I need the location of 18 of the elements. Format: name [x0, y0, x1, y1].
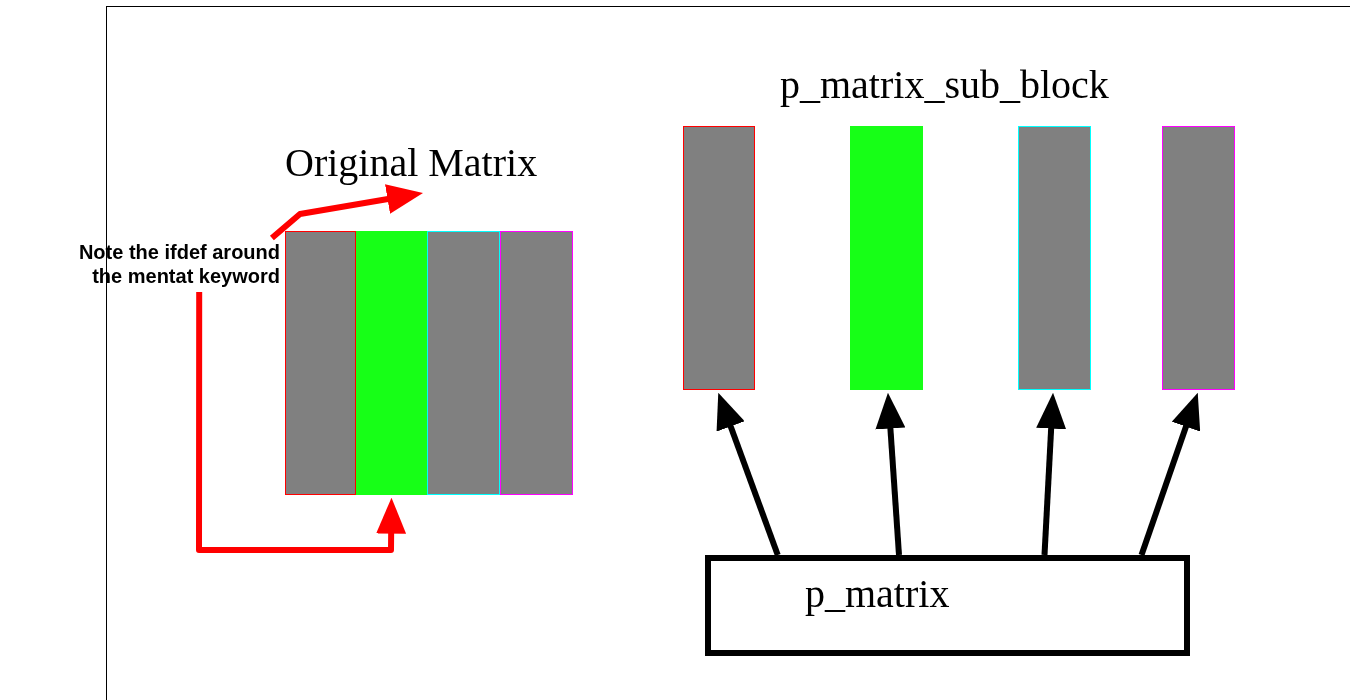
- matrix-column: [500, 231, 573, 495]
- matrix-column: [1162, 126, 1235, 390]
- title-text: Original Matrix: [285, 140, 539, 186]
- matrix-column: [683, 126, 755, 390]
- arrow: [716, 392, 781, 557]
- box-label: p_matrix: [805, 571, 951, 617]
- arrow: [196, 292, 407, 553]
- matrix-column: [427, 231, 500, 495]
- process-box: [705, 555, 1190, 656]
- arrow: [269, 184, 423, 241]
- matrix-column: [356, 231, 427, 495]
- arrow: [1138, 392, 1201, 556]
- arrow: [875, 392, 906, 556]
- matrix-column: [850, 126, 923, 390]
- group-label: p_matrix_sub_block: [780, 62, 1109, 108]
- matrix-column: [1018, 126, 1091, 390]
- arrow: [1036, 392, 1067, 556]
- matrix-column: [285, 231, 356, 495]
